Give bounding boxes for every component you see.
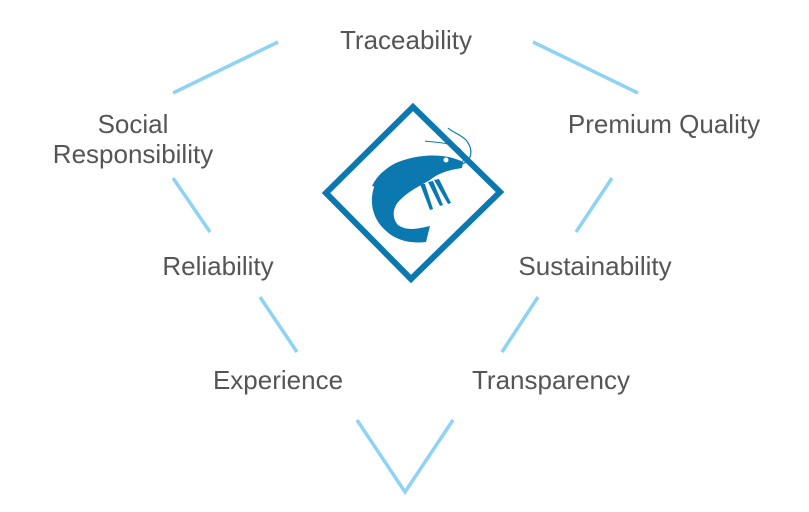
label-premium-quality: Premium Quality [567, 109, 761, 139]
shrimp-icon [371, 127, 472, 243]
shrimp-logo [321, 102, 505, 284]
diamond-frame [321, 102, 505, 284]
label-experience: Experience [212, 365, 344, 395]
connector-line [532, 40, 639, 95]
label-sustainability: Sustainability [518, 251, 672, 281]
bottom-point [355, 419, 455, 496]
label-traceability: Traceability [340, 25, 472, 55]
label-responsibility: Responsibility [52, 139, 214, 169]
connector-line [172, 40, 279, 95]
label-transparency: Transparency [472, 365, 630, 395]
label-social: Social [97, 109, 169, 139]
connector-line [171, 177, 212, 233]
label-reliability: Reliability [162, 251, 274, 281]
connector-line [574, 177, 614, 233]
connector-line [258, 296, 299, 353]
connector-line [500, 296, 540, 353]
